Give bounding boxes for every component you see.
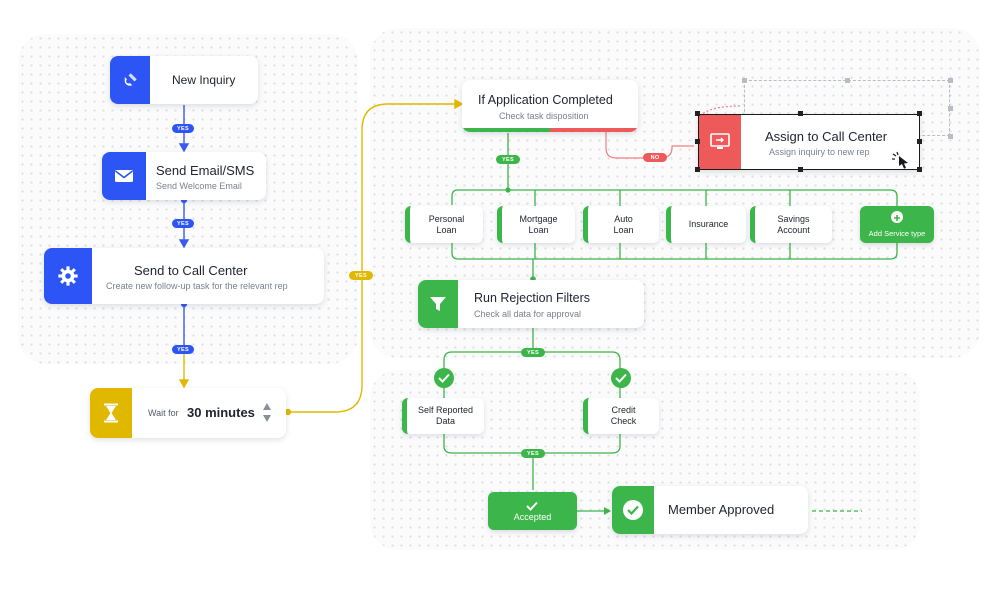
yes-pill: YES [172, 124, 194, 133]
add-service-type-button[interactable]: Add Service type [860, 206, 934, 243]
add-service-label: Add Service type [868, 229, 926, 238]
yes-pill: YES [172, 219, 194, 228]
plus-icon [891, 211, 903, 223]
ghost-handle [948, 78, 953, 83]
node-title: Send Email/SMS [156, 163, 255, 178]
ghost-handle [948, 134, 953, 139]
wait-prefix: Wait for [148, 408, 179, 418]
service-insurance[interactable]: Insurance [666, 206, 746, 243]
resize-handle[interactable] [917, 111, 922, 116]
gear-icon [44, 248, 92, 304]
ghost-handle [948, 106, 953, 111]
yes-pill: YES [172, 345, 194, 354]
service-mortgage-loan[interactable]: Mortgage Loan [497, 206, 575, 243]
node-subtitle: Send Welcome Email [156, 181, 242, 191]
no-pill: NO [643, 153, 667, 162]
ghost-handle [845, 78, 850, 83]
node-title: Assign to Call Center [765, 129, 888, 144]
check-label: Credit Check [610, 405, 637, 426]
yes-branch-bar [462, 128, 550, 132]
check-circle-icon [611, 368, 631, 388]
service-personal-loan[interactable]: Personal Loan [405, 206, 483, 243]
resize-handle[interactable] [695, 139, 700, 144]
check-circle-icon [434, 368, 454, 388]
no-branch-bar [550, 128, 638, 132]
new-inquiry-node[interactable]: New Inquiry [110, 56, 258, 104]
envelope-icon [102, 152, 146, 200]
funnel-icon [418, 280, 458, 328]
node-title: Run Rejection Filters [474, 291, 591, 305]
hourglass-icon [90, 388, 132, 438]
resize-handle[interactable] [917, 139, 922, 144]
credit-check-node[interactable]: Credit Check [583, 398, 659, 434]
checkmark-icon [526, 498, 538, 516]
send-to-call-center-node[interactable]: Send to Call Center Create new follow-up… [44, 248, 324, 304]
magnet-icon [110, 56, 150, 104]
rejection-filters-node[interactable]: Run Rejection Filters Check all data for… [418, 280, 644, 328]
member-approved-node[interactable]: Member Approved [612, 486, 808, 534]
accepted-node[interactable]: Accepted [488, 492, 577, 530]
service-label: Savings Account [777, 213, 810, 235]
node-subtitle: Create new follow-up task for the releva… [106, 281, 288, 291]
node-title: Member Approved [668, 502, 775, 517]
node-title: Send to Call Center [134, 263, 248, 278]
accepted-label: Accepted [513, 512, 552, 522]
node-subtitle: Check task disposition [499, 111, 589, 121]
resize-handle[interactable] [798, 167, 803, 172]
wait-node[interactable]: Wait for 30 minutes [90, 388, 286, 438]
resize-handle[interactable] [917, 167, 922, 172]
yes-pill: YES [521, 348, 545, 357]
node-subtitle: Check all data for approval [474, 309, 582, 319]
condition-node[interactable]: If Application Completed Check task disp… [462, 80, 638, 132]
yes-pill: YES [521, 449, 545, 458]
node-title: New Inquiry [172, 73, 236, 87]
wait-duration[interactable]: 30 minutes [187, 405, 255, 420]
check-label: Self Reported Data [417, 405, 474, 426]
resize-handle[interactable] [695, 111, 700, 116]
node-subtitle: Assign inquiry to new rep [769, 147, 870, 157]
monitor-transfer-icon [699, 115, 741, 169]
service-label: Personal Loan [428, 213, 465, 235]
service-label: Auto Loan [613, 213, 634, 235]
service-savings-account[interactable]: Savings Account [750, 206, 832, 243]
yes-pill: YES [496, 155, 520, 164]
send-email-node[interactable]: Send Email/SMS Send Welcome Email [102, 152, 266, 200]
service-label: Mortgage Loan [519, 213, 558, 235]
yes-pill: YES [349, 271, 373, 280]
service-label: Insurance [688, 219, 729, 229]
assign-call-center-node[interactable]: Assign to Call Center Assign inquiry to … [698, 114, 920, 170]
check-circle-icon [612, 486, 654, 534]
resize-handle[interactable] [695, 167, 700, 172]
self-reported-data-node[interactable]: Self Reported Data [402, 398, 484, 434]
cursor-pointer-icon [891, 151, 911, 169]
node-title: If Application Completed [478, 93, 613, 107]
duration-stepper-icon[interactable] [262, 402, 272, 424]
resize-handle[interactable] [798, 111, 803, 116]
ghost-handle [742, 78, 747, 83]
service-auto-loan[interactable]: Auto Loan [583, 206, 659, 243]
